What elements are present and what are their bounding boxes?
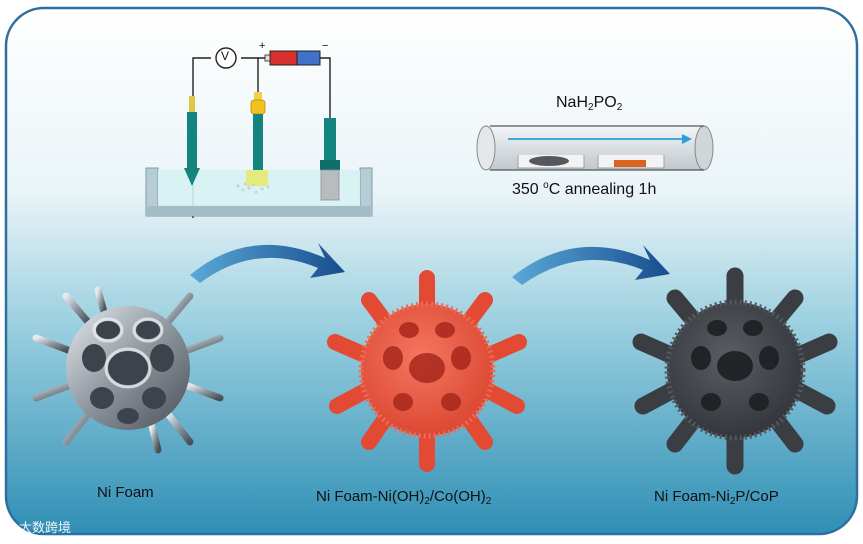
sample-boat bbox=[517, 155, 585, 169]
voltmeter-icon bbox=[215, 47, 237, 69]
battery-plus-label: + bbox=[259, 40, 266, 52]
reagent-label: NaH2PO2 bbox=[556, 94, 623, 113]
process-arrow-1 bbox=[190, 243, 345, 283]
watermark-logo-icon: ⟲ bbox=[4, 521, 20, 536]
battery-minus-label: − bbox=[322, 40, 329, 52]
ni-foam-label: Ni Foam bbox=[97, 484, 154, 501]
process-arrow-2 bbox=[512, 245, 670, 285]
hydroxide-label: Ni Foam-Ni(OH)2/Co(OH)2 bbox=[316, 488, 492, 507]
annealing-label: 350 oC annealing 1h bbox=[512, 180, 657, 198]
electrodeposition-cell bbox=[145, 47, 373, 218]
precursor-boat bbox=[597, 155, 665, 169]
voltmeter-label: V bbox=[221, 49, 230, 63]
working-electrode bbox=[184, 96, 200, 186]
battery-icon bbox=[264, 50, 321, 66]
annealing-tube bbox=[476, 125, 714, 171]
reference-electrode bbox=[236, 92, 270, 194]
phosphide-coated-foam bbox=[632, 267, 838, 475]
watermark: ⟲ 大数跨境 bbox=[4, 521, 72, 536]
hydroxide-coated-foam bbox=[327, 270, 527, 472]
ni-foam-structure bbox=[32, 268, 224, 472]
phosphide-label: Ni Foam-Ni2P/CoP bbox=[654, 488, 779, 507]
counter-electrode bbox=[320, 118, 340, 201]
